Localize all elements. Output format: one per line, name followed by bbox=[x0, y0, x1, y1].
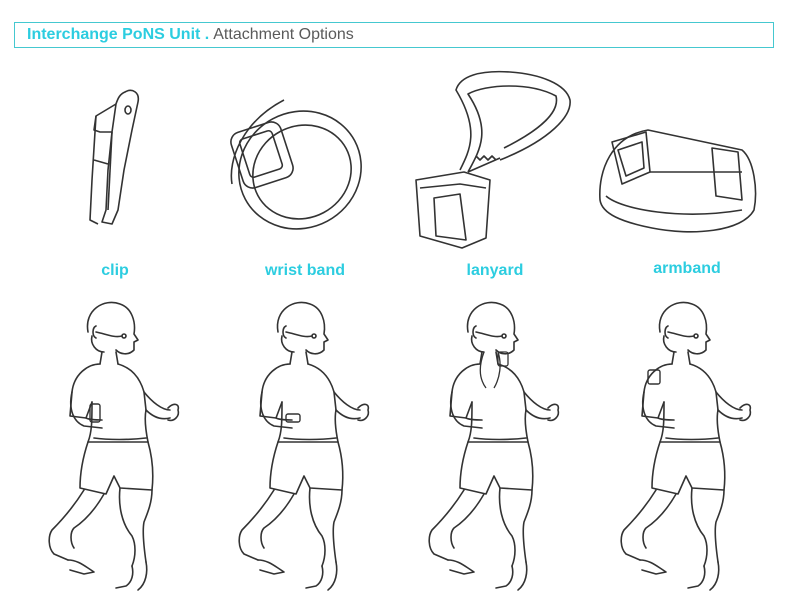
clip-icon bbox=[89, 89, 140, 225]
armband-icon bbox=[599, 129, 757, 233]
wrist-band-icon bbox=[230, 99, 362, 230]
title-subtitle: Attachment Options bbox=[213, 26, 354, 43]
option-label-wrist-band: wrist band bbox=[264, 262, 345, 279]
option-lanyard: lanyard bbox=[400, 60, 590, 612]
runner-with-clip bbox=[48, 301, 180, 591]
title-product: Interchange PoNS Unit . bbox=[27, 26, 210, 43]
option-armband: armband bbox=[592, 60, 782, 612]
lanyard-icon bbox=[415, 70, 571, 249]
option-label-armband: armband bbox=[653, 260, 721, 277]
option-wrist-band: wrist band bbox=[210, 60, 400, 612]
runner-with-wrist-band bbox=[238, 301, 370, 591]
option-clip: clip bbox=[20, 60, 210, 612]
option-label-clip: clip bbox=[101, 262, 129, 279]
runner-with-armband bbox=[620, 301, 752, 591]
page-title: Interchange PoNS Unit . Attachment Optio… bbox=[14, 22, 774, 48]
option-label-lanyard: lanyard bbox=[466, 262, 524, 279]
runner-with-lanyard bbox=[428, 301, 560, 591]
